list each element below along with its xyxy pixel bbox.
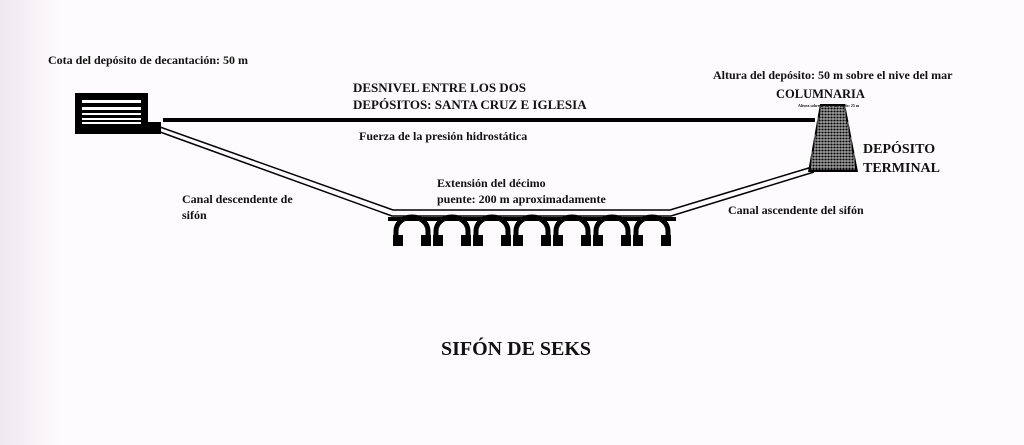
bridge-arch [553,214,591,236]
bridge-pillar [513,235,523,246]
label-deposito-terminal-2: TERMINAL [863,161,941,176]
bridge-pillar [581,235,591,246]
bridge-pillar [473,235,483,246]
bridge-pillar [433,235,443,246]
label-altura-deposito: Altura del depósito: 50 m sobre el nive … [713,68,953,82]
bridge-pillar [633,235,643,246]
bridge-pillar [421,235,431,246]
bridge-arch [633,214,671,236]
label-canal-descendente-1: Canal descendente de [182,192,293,206]
label-extension-2: puente: 200 m aproximadamente [437,192,606,206]
bridge-arch [593,214,631,236]
bridge-pillar [621,235,631,246]
bridge-pillar [661,235,671,246]
label-canal-ascendente: Canal ascendente del sifón [728,203,864,217]
label-desnivel-1: DESNIVEL ENTRE LOS DOS [353,80,527,95]
bridge-arch [433,214,471,236]
diagram-title: SIFÓN DE SEKS [441,338,592,360]
bridge [388,214,676,246]
bridge-arch [393,214,431,236]
terminal-tower [808,104,858,172]
label-cota-deposito: Cota del depósito de decantación: 50 m [48,53,248,67]
settling-reservoir [75,93,161,134]
bridge-pillar [461,235,471,246]
bridge-arch [473,214,511,236]
bridge-pillar [541,235,551,246]
paper-edge [0,0,60,445]
bridge-pillar [553,235,563,246]
bridge-pillar [593,235,603,246]
label-extension-1: Extensión del décimo [437,176,546,190]
label-columnaria: COLUMNARIA [776,87,865,101]
bridge-pillar [393,235,403,246]
bridge-arch [513,214,551,236]
bridge-pillar [501,235,511,246]
label-deposito-terminal-1: DEPÓSITO [863,142,936,157]
level-difference-line [163,118,815,122]
label-fuerza: Fuerza de la presión hidrostática [359,129,528,143]
label-desnivel-2: DEPÓSITOS: SANTA CRUZ E IGLESIA [353,97,587,112]
label-canal-descendente-2: sifón [182,208,207,222]
label-altura-suelo: Altura sobre el nivel del suelo: 25 m [798,103,860,108]
